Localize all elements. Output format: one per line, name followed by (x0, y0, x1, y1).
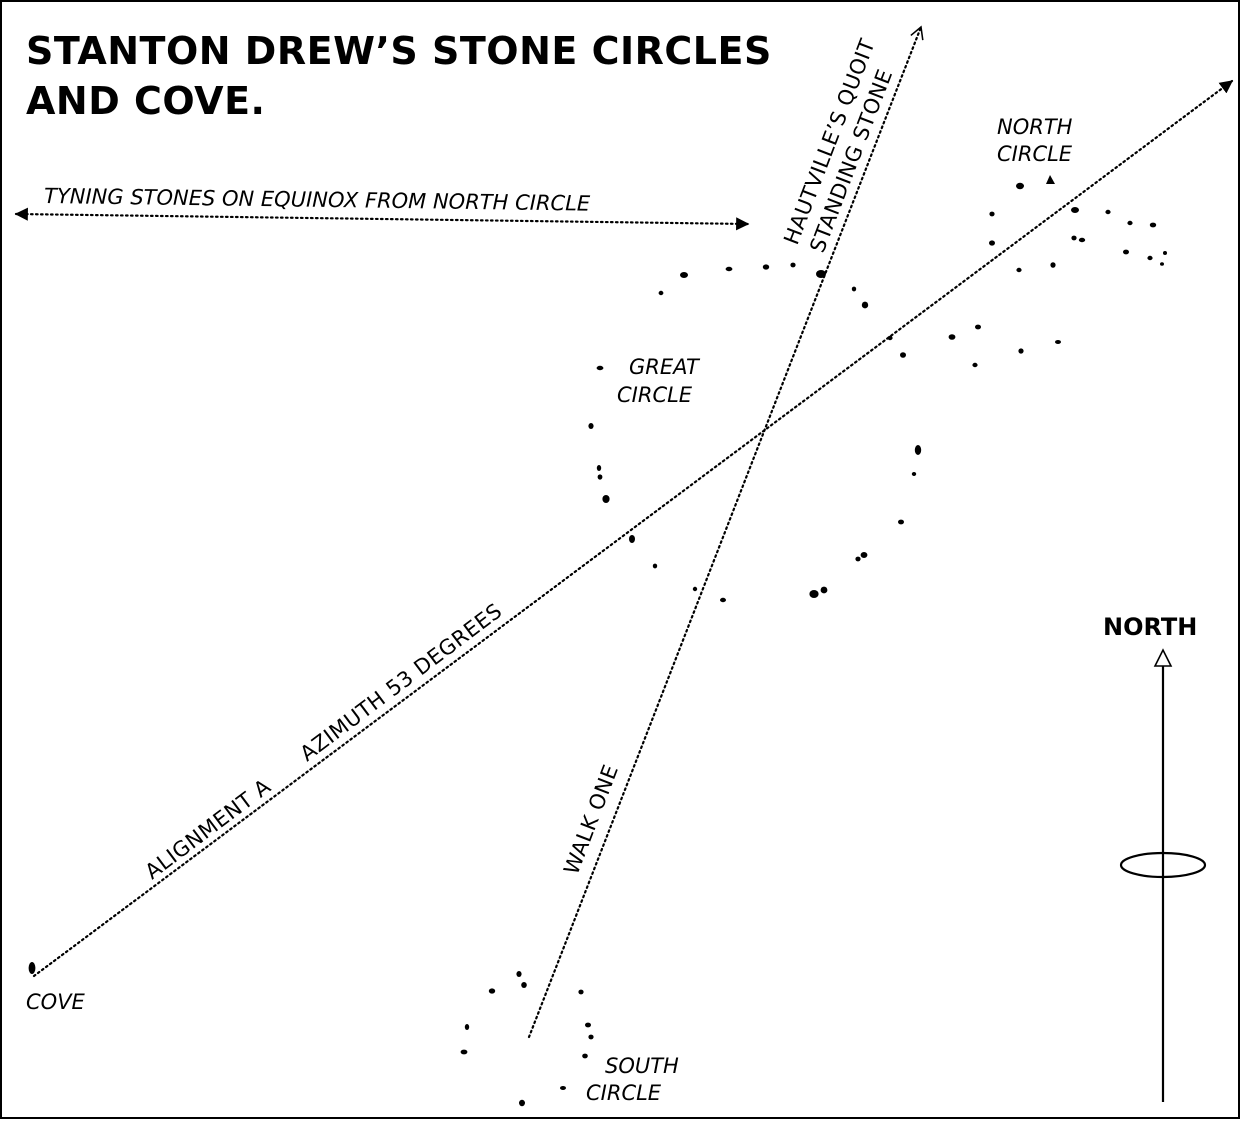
north-label: NORTH (1103, 613, 1197, 641)
south-circle-label-line-2: CIRCLE (586, 1081, 662, 1105)
north-circle-label-line-1: NORTH (997, 115, 1073, 139)
walk-one-label: WALK ONE (559, 761, 623, 878)
cove-stone (28, 962, 36, 974)
tyning-stones-label: TYNING STONES ON EQUINOX FROM NORTH CIRC… (44, 184, 591, 216)
alignment-a-label: ALIGNMENT A (141, 774, 276, 884)
alignment-a-line (32, 79, 1234, 978)
azimuth-label: AZIMUTH 53 DEGREES (296, 599, 507, 766)
page-title: STANTON DREW’S STONE CIRCLES AND COVE. (26, 26, 772, 126)
south-circle-label-line-1: SOUTH (605, 1054, 679, 1078)
hautville-line (527, 25, 924, 1039)
title-line-1: STANTON DREW’S STONE CIRCLES (26, 29, 772, 73)
tyning-arrow-line (14, 207, 750, 231)
cove-label: COVE (26, 990, 86, 1014)
north-circle-stones (948, 175, 1167, 368)
great-circle-label-line-2: CIRCLE (617, 383, 693, 407)
great-circle-stones (588, 262, 922, 603)
north-arrow-icon (1119, 648, 1207, 1102)
title-line-2: AND COVE. (26, 79, 266, 123)
south-circle-stones (460, 971, 594, 1107)
great-circle-label-line-1: GREAT (629, 355, 701, 379)
north-circle-label-line-2: CIRCLE (997, 142, 1073, 166)
